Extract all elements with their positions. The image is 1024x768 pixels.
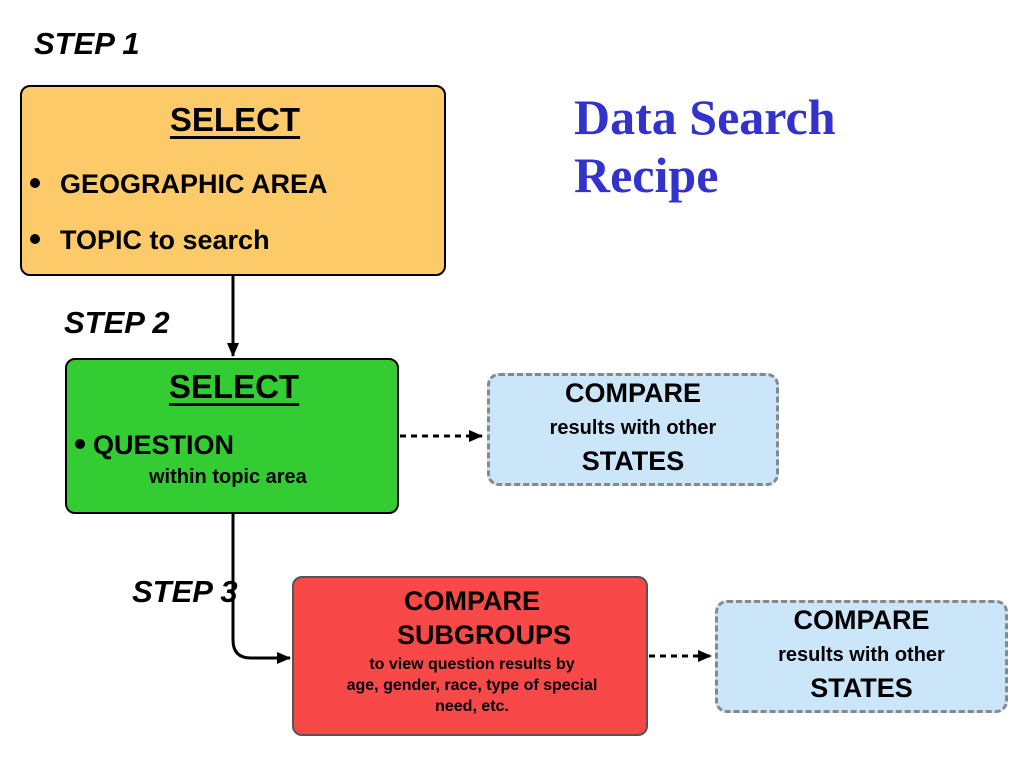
step1-label: STEP 1 (34, 26, 140, 61)
step2-box: SELECT QUESTION within topic area (65, 358, 399, 514)
step1-bullet-topic: TOPIC to search (30, 225, 270, 256)
title-line2: Recipe (574, 147, 719, 203)
compare-states-box-1: COMPARE results with other STATES (487, 373, 779, 486)
step2-bullet-question: QUESTION (75, 430, 234, 461)
compare2-line1: COMPARE (793, 605, 930, 635)
bullet-text: QUESTION (93, 430, 235, 460)
step3-line1: COMPARE (403, 586, 540, 616)
diagram-title: Data Search Recipe (574, 88, 836, 204)
compare1-line1: COMPARE (564, 378, 701, 408)
bullet-dot-icon (30, 233, 40, 244)
compare1-line3: STATES (581, 446, 685, 476)
title-line1: Data Search (574, 89, 836, 145)
step3-detail1: to view question results by (369, 656, 575, 673)
compare1-line2: results with other (549, 417, 717, 439)
step1-heading: SELECT (169, 101, 301, 138)
arrow-step2-to-step3 (231, 514, 291, 664)
step3-detail3: need, etc. (435, 698, 509, 715)
bullet-text: GEOGRAPHIC AREA (60, 169, 328, 199)
step3-detail2: age, gender, race, type of special (346, 677, 598, 694)
bullet-text: TOPIC to search (60, 225, 270, 255)
compare2-line3: STATES (810, 673, 913, 703)
bullet-dot-icon (30, 177, 40, 188)
step3-box: COMPARE SUBGROUPS to view question resul… (292, 576, 648, 736)
bullet-dot-icon (75, 438, 85, 449)
compare-states-box-2: COMPARE results with other STATES (715, 600, 1008, 713)
step1-bullet-geographic: GEOGRAPHIC AREA (30, 169, 328, 200)
step2-heading: SELECT (168, 368, 300, 405)
step1-box: SELECT GEOGRAPHIC AREA TOPIC to search (20, 85, 446, 276)
step3-line2: SUBGROUPS (396, 620, 572, 650)
step2-label: STEP 2 (64, 305, 170, 340)
step3-label: STEP 3 (132, 574, 238, 609)
compare2-line2: results with other (778, 644, 945, 666)
step2-subtext: within topic area (149, 466, 307, 488)
